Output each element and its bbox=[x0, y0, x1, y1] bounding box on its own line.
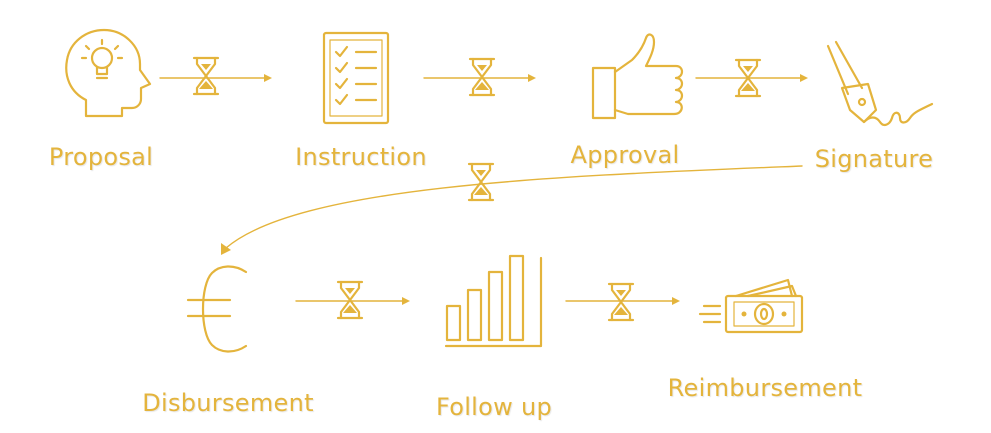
hourglass-icon bbox=[468, 57, 496, 97]
step-label-follow-up: Follow up bbox=[435, 393, 553, 421]
banknotes-icon bbox=[698, 278, 804, 334]
step-label-disbursement: Disbursement bbox=[142, 389, 314, 417]
head-lightbulb-icon bbox=[65, 28, 152, 118]
hourglass-icon bbox=[192, 56, 220, 96]
step-label-instruction: Instruction bbox=[295, 143, 427, 171]
hourglass-icon bbox=[467, 162, 495, 202]
checklist-icon bbox=[322, 31, 390, 125]
arrow-signature-to-disbursement bbox=[221, 165, 803, 255]
arrow-approval-to-signature bbox=[695, 74, 808, 82]
step-label-proposal: Proposal bbox=[48, 143, 154, 171]
hourglass-icon bbox=[336, 280, 364, 320]
bar-chart-icon bbox=[444, 254, 543, 348]
arrow-proposal-to-instruction bbox=[159, 74, 272, 82]
thumbs-up-icon bbox=[591, 33, 684, 120]
fountain-pen-icon bbox=[826, 40, 934, 127]
step-label-approval: Approval bbox=[570, 141, 680, 169]
step-label-reimbursement: Reimbursement bbox=[667, 374, 863, 402]
euro-icon bbox=[186, 265, 248, 353]
step-label-signature: Signature bbox=[814, 145, 934, 173]
arrow-instruction-to-approval bbox=[423, 74, 536, 82]
hourglass-icon bbox=[607, 282, 635, 322]
